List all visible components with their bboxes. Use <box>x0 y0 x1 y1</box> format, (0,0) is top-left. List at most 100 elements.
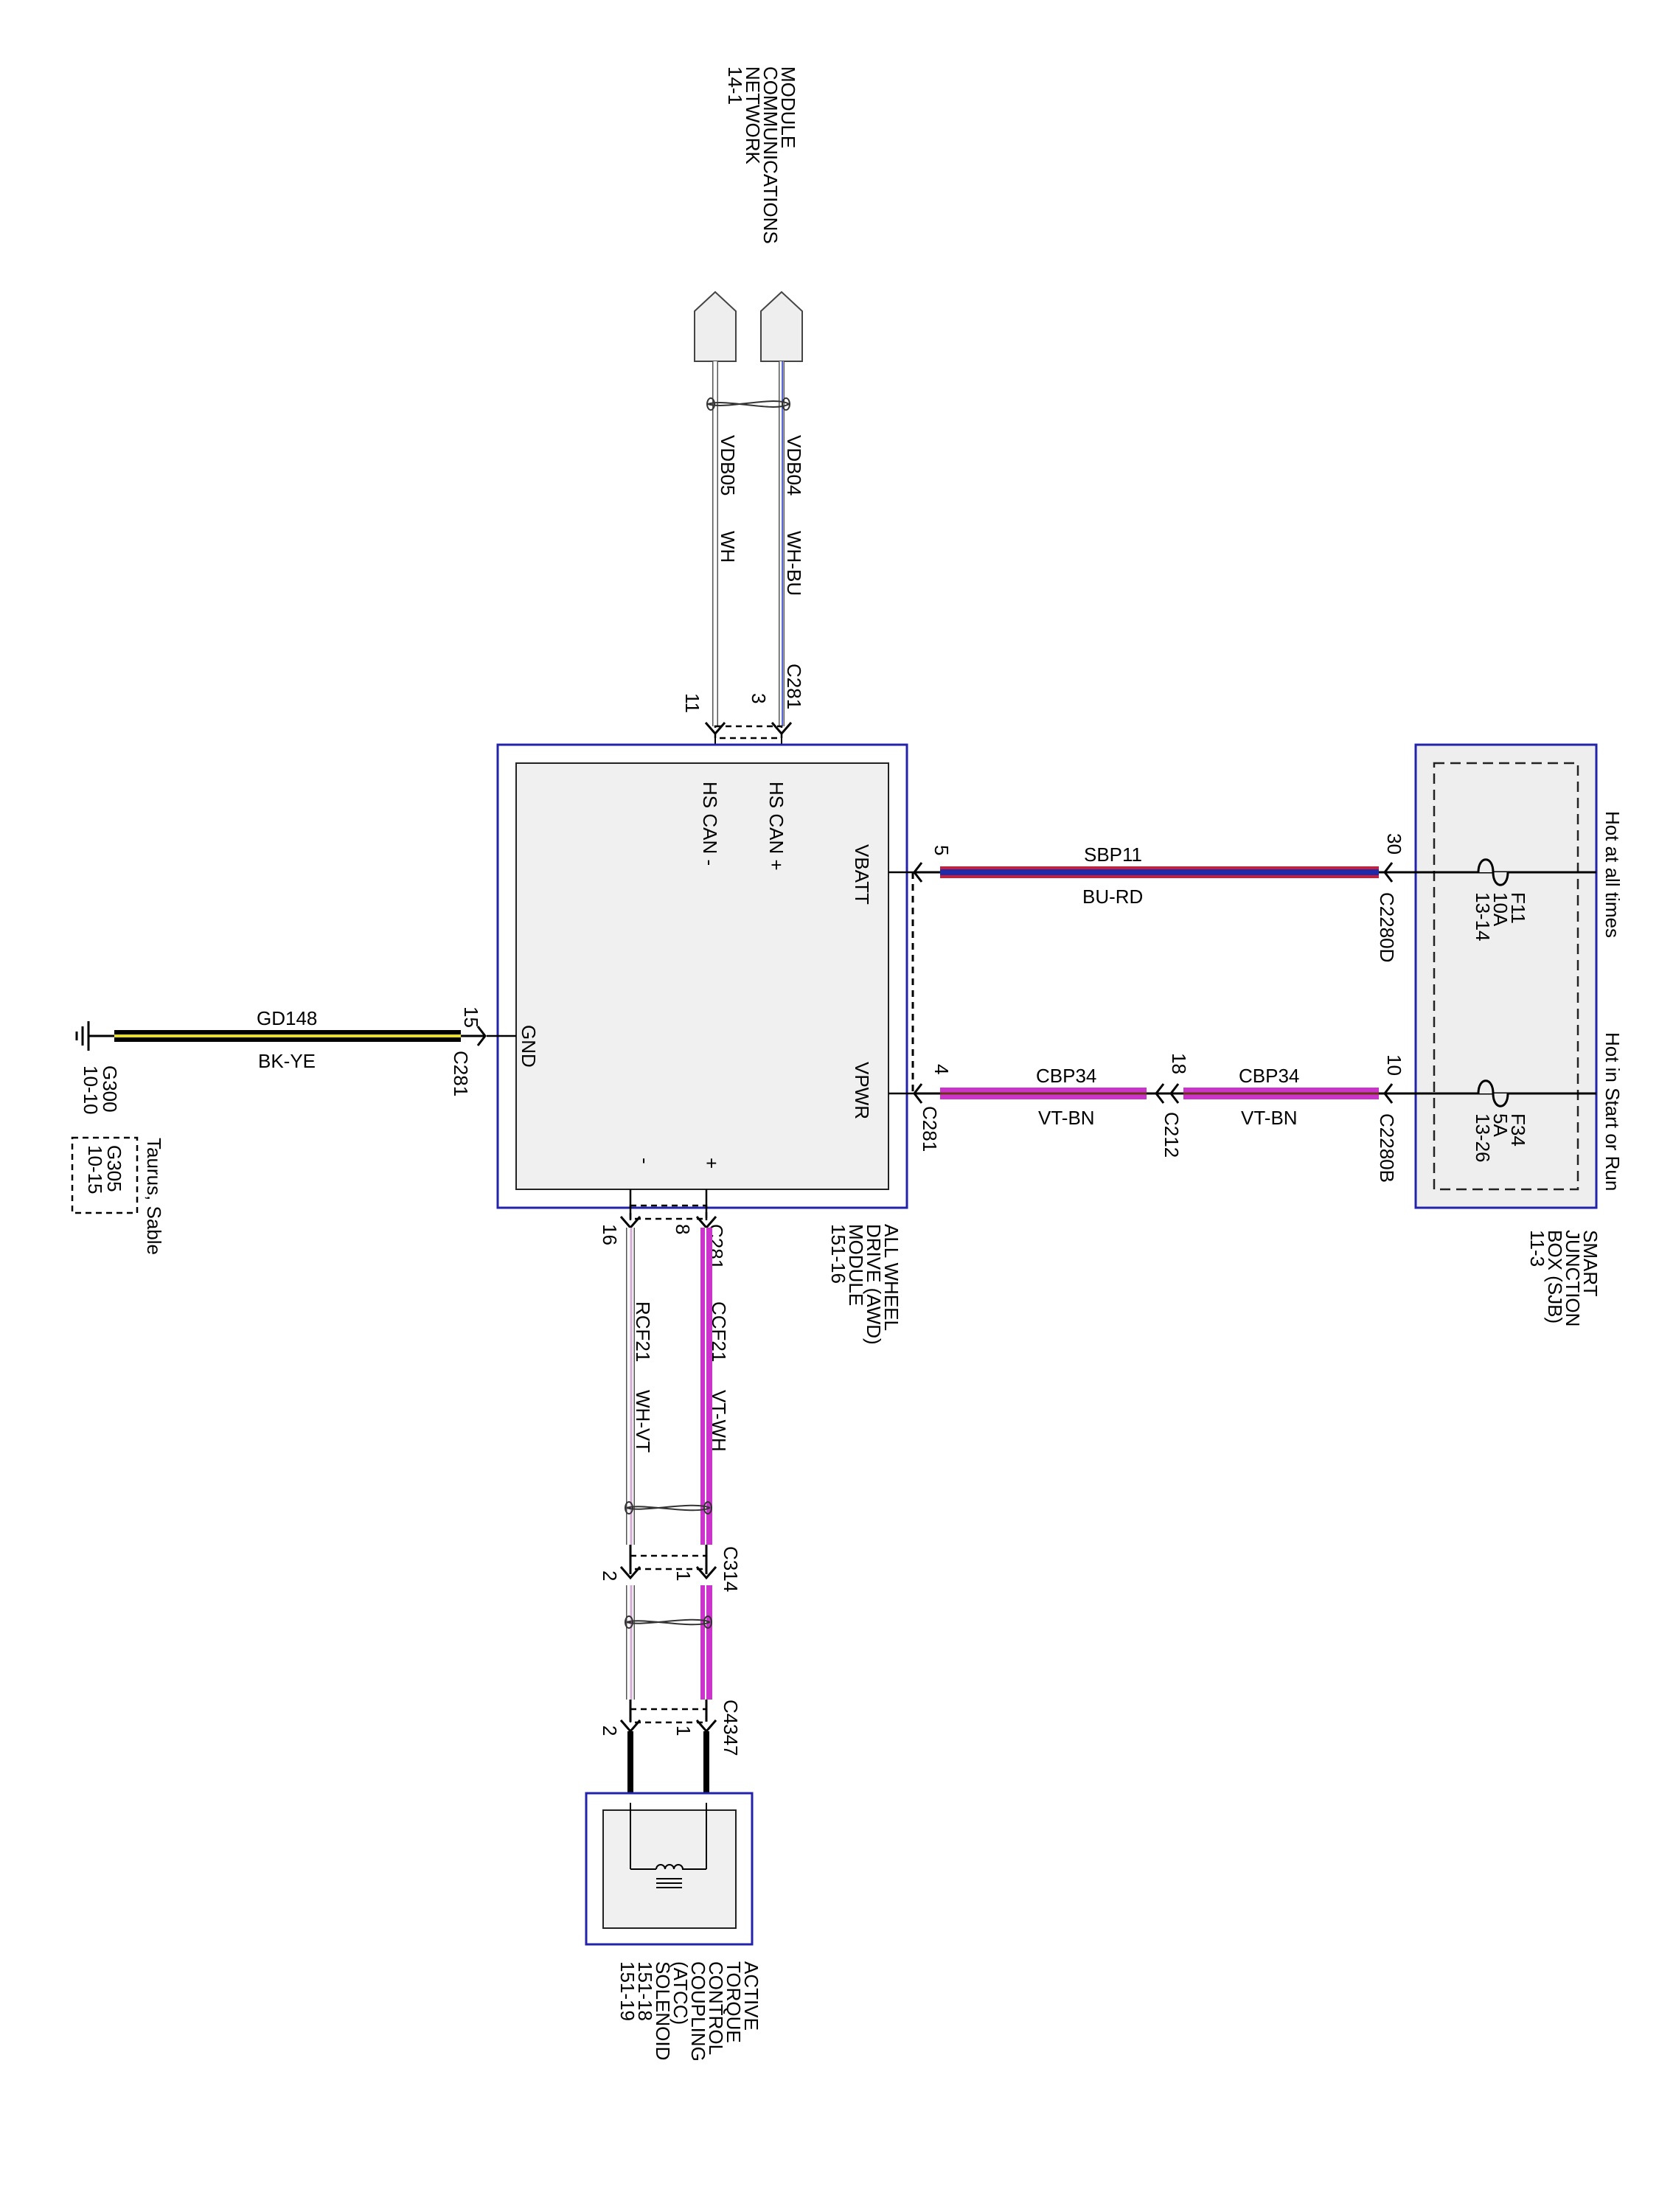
svg-text:CCF21: CCF21 <box>708 1301 730 1362</box>
can-pin-3: 3 <box>748 693 770 703</box>
solenoid-coil-icon <box>655 1864 684 1870</box>
cbp34-circuit-label-a: CBP34 <box>1036 1065 1096 1087</box>
svg-text:8: 8 <box>672 1224 694 1234</box>
svg-text:1: 1 <box>672 1725 695 1736</box>
svg-text:HS CAN +: HS CAN + <box>765 782 787 871</box>
can-pin-11: 11 <box>681 693 703 713</box>
awd-module-name: ALL WHEEL DRIVE (AWD) MODULE 151-16 <box>827 1224 902 1345</box>
svg-text:ALL WHEEL: ALL WHEEL <box>880 1224 902 1331</box>
svg-text:2: 2 <box>599 1571 621 1581</box>
svg-text:(ATCC): (ATCC) <box>669 1961 692 2025</box>
svg-text:SOLENOID: SOLENOID <box>652 1961 674 2060</box>
svg-text:G305: G305 <box>103 1145 125 1192</box>
pin-vpwr: VPWR <box>851 1062 873 1119</box>
svg-text:RCF21: RCF21 <box>632 1301 654 1362</box>
twisted-pair-icon-1 <box>625 1501 712 1514</box>
sjb-pin-30: 30 <box>1383 833 1405 855</box>
wire-rcf21 <box>626 1228 635 1722</box>
svg-text:10A: 10A <box>1489 892 1512 927</box>
sjb-name-label: SMART JUNCTION BOX (SJB) 11-3 <box>1526 1230 1601 1326</box>
gd148-circuit-label: GD148 <box>257 1007 317 1029</box>
rcf21-label: RCF21 WH-VT <box>632 1301 654 1453</box>
c212-label: C212 <box>1161 1112 1183 1158</box>
svg-text:MODULE: MODULE <box>845 1224 867 1306</box>
c4347-pin-2: 2 <box>599 1725 621 1736</box>
svg-text:13-26: 13-26 <box>1472 1113 1494 1163</box>
svg-text:16: 16 <box>599 1224 621 1245</box>
taurus-sable-label: Taurus, Sable <box>143 1138 165 1255</box>
awd-module <box>496 743 908 1209</box>
svg-text:151-19: 151-19 <box>616 1961 639 2021</box>
svg-text:+: + <box>700 1158 723 1169</box>
svg-text:-: - <box>634 1158 656 1164</box>
c281-can-connector-label: C281 <box>783 664 805 709</box>
pin-plus: + <box>700 1158 723 1169</box>
svg-text:30: 30 <box>1383 833 1405 855</box>
svg-text:10-10: 10-10 <box>80 1065 102 1115</box>
wire-cbp34 <box>888 1083 1401 1104</box>
svg-text:WH-BU: WH-BU <box>783 531 805 596</box>
svg-text:WH-VT: WH-VT <box>632 1390 654 1453</box>
vpwr-c281-label: C281 <box>919 1106 941 1152</box>
pin-hs-can-plus: HS CAN + <box>765 782 787 871</box>
cbp34-circuit-label-b: CBP34 <box>1239 1065 1299 1087</box>
svg-text:VDB05: VDB05 <box>717 435 739 495</box>
svg-text:2: 2 <box>599 1725 621 1736</box>
c4347-pin-1: 1 <box>672 1725 695 1736</box>
svg-text:C281: C281 <box>450 1051 472 1096</box>
svg-text:VBATT: VBATT <box>851 844 873 905</box>
c314-pin-2: 2 <box>599 1571 621 1581</box>
wire-gd148 <box>88 1026 516 1046</box>
wire-sbp11 <box>888 862 1401 883</box>
c314-pin-1: 1 <box>672 1571 695 1581</box>
hot-at-all-times-label: Hot at all times <box>1601 811 1624 938</box>
svg-text:SMART: SMART <box>1579 1230 1601 1297</box>
c4347-label: C4347 <box>720 1700 742 1756</box>
svg-text:MODULE: MODULE <box>777 66 799 148</box>
network-flag-vdb05 <box>694 291 737 362</box>
svg-text:Hot at all times: Hot at all times <box>1601 811 1624 938</box>
can-wire-vdb04-label: VDB04 WH-BU <box>783 435 805 596</box>
g300-label: G300 10-10 <box>80 1065 121 1115</box>
svg-text:1: 1 <box>672 1571 695 1581</box>
svg-text:18: 18 <box>1168 1053 1190 1074</box>
svg-text:C4347: C4347 <box>720 1700 742 1756</box>
svg-text:13-14: 13-14 <box>1472 892 1494 942</box>
svg-text:VDB04: VDB04 <box>783 435 805 495</box>
svg-text:5: 5 <box>931 845 953 855</box>
svg-text:ACTIVE: ACTIVE <box>740 1961 762 2031</box>
ground-symbol-icon <box>75 1021 90 1051</box>
svg-text:C281: C281 <box>783 664 805 709</box>
twisted-pair-icon-2 <box>625 1615 712 1629</box>
cbp34-color-label-b: VT-BN <box>1241 1107 1298 1129</box>
svg-text:TORQUE: TORQUE <box>723 1961 745 2043</box>
can-wires <box>706 361 790 726</box>
c314-label: C314 <box>720 1546 742 1592</box>
svg-text:11: 11 <box>681 693 703 713</box>
pin-hs-can-minus: HS CAN - <box>699 782 721 866</box>
smart-junction-box <box>1401 743 1598 1209</box>
svg-text:F34: F34 <box>1507 1113 1529 1147</box>
fuse-f11-icon <box>1477 858 1509 886</box>
svg-text:VT-WH: VT-WH <box>708 1390 730 1452</box>
svg-text:BOX (SJB): BOX (SJB) <box>1544 1230 1566 1324</box>
svg-text:DRIVE (AWD): DRIVE (AWD) <box>863 1224 885 1345</box>
g305-label: G305 10-15 <box>84 1145 125 1194</box>
svg-text:10: 10 <box>1383 1054 1405 1076</box>
svg-text:5A: 5A <box>1489 1113 1512 1137</box>
svg-text:Taurus, Sable: Taurus, Sable <box>143 1138 165 1255</box>
svg-text:10-15: 10-15 <box>84 1145 106 1194</box>
c2280b-label: C2280B <box>1376 1113 1398 1183</box>
pin-minus: - <box>634 1158 656 1164</box>
atcc-solenoid <box>585 1792 754 1946</box>
pin-vbatt: VBATT <box>851 844 873 905</box>
svg-text:C2280B: C2280B <box>1376 1113 1398 1183</box>
svg-text:C2280D: C2280D <box>1376 892 1398 962</box>
svg-text:4: 4 <box>931 1064 953 1074</box>
atcc-name-label: ACTIVE TORQUE CONTROL COUPLING (ATCC) SO… <box>616 1961 762 2062</box>
svg-text:C314: C314 <box>720 1546 742 1592</box>
network-arrow-flags <box>694 291 803 362</box>
cbp34-color-label-a: VT-BN <box>1038 1107 1095 1129</box>
svg-text:JUNCTION: JUNCTION <box>1562 1230 1584 1326</box>
svg-text:11-3: 11-3 <box>1526 1230 1548 1267</box>
